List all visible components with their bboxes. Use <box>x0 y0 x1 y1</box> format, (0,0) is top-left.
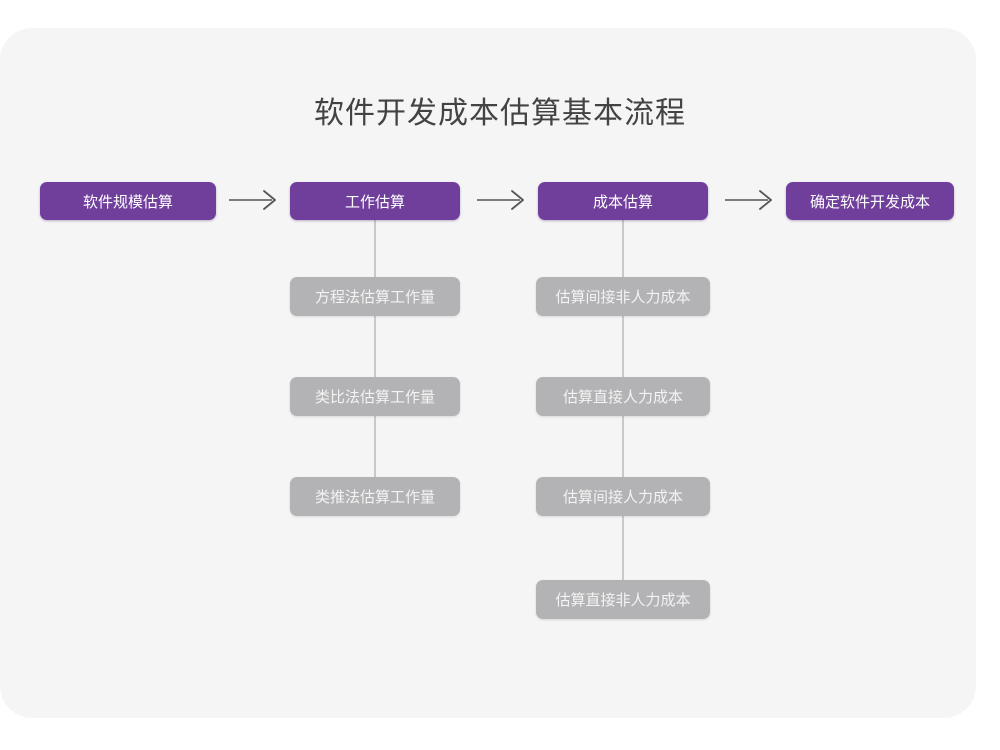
arrow-stage2-stage3-icon <box>476 186 528 219</box>
connector-line-stage2 <box>374 218 376 500</box>
flow-node-label: 软件规模估算 <box>82 193 173 211</box>
flow-node-stage-2[interactable]: 工作估算 <box>290 182 460 220</box>
flow-node-stage-2-substep-2[interactable]: 类比法估算工作量 <box>290 377 460 416</box>
figure-panel <box>0 28 976 718</box>
flow-node-label: 估算间接非人力成本 <box>555 289 691 306</box>
flow-node-label: 估算直接非人力成本 <box>555 592 691 609</box>
flow-node-stage-2-substep-1[interactable]: 方程法估算工作量 <box>290 277 460 316</box>
flow-node-stage-3-substep-4[interactable]: 估算直接非人力成本 <box>536 580 710 619</box>
flow-node-label: 工作估算 <box>344 193 405 211</box>
flow-node-stage-3-substep-3[interactable]: 估算间接人力成本 <box>536 477 710 516</box>
flow-node-label: 类比法估算工作量 <box>314 389 435 406</box>
flow-node-label: 方程法估算工作量 <box>314 289 435 306</box>
flow-node-stage-3[interactable]: 成本估算 <box>538 182 708 220</box>
flow-node-label: 类推法估算工作量 <box>314 489 435 506</box>
flow-node-label: 估算间接人力成本 <box>562 489 683 506</box>
page-title: 软件开发成本估算基本流程 <box>314 97 686 130</box>
arrow-stage1-stage2-icon <box>228 186 280 219</box>
flow-node-stage-1[interactable]: 软件规模估算 <box>40 182 216 220</box>
flow-node-stage-3-substep-1[interactable]: 估算间接非人力成本 <box>536 277 710 316</box>
flow-node-stage-3-substep-2[interactable]: 估算直接人力成本 <box>536 377 710 416</box>
flow-node-stage-4[interactable]: 确定软件开发成本 <box>786 182 954 220</box>
flow-node-label: 成本估算 <box>592 193 653 211</box>
flow-node-label: 确定软件开发成本 <box>809 193 930 211</box>
arrow-stage3-stage4-icon <box>724 186 776 219</box>
flow-node-stage-2-substep-3[interactable]: 类推法估算工作量 <box>290 477 460 516</box>
flow-node-label: 估算直接人力成本 <box>562 389 683 406</box>
